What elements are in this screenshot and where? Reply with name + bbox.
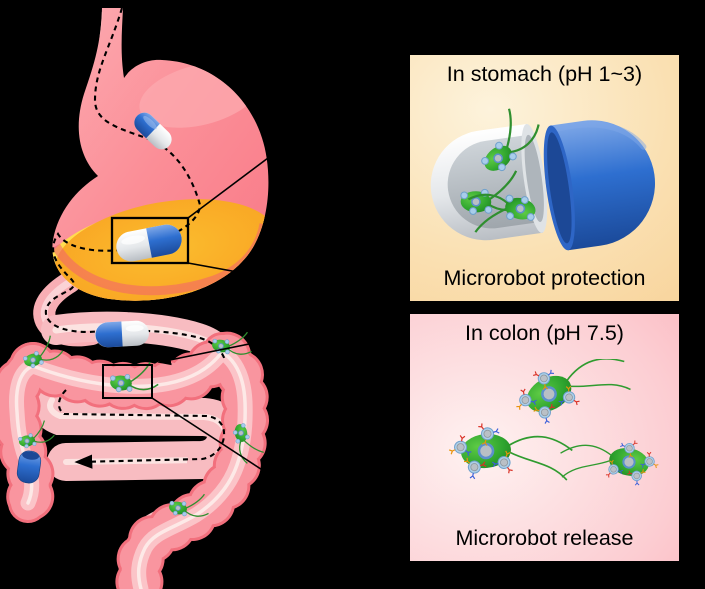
released-microrobot-left (446, 411, 575, 490)
capsule-in-esophagus (134, 112, 172, 150)
colon-panel-title: In colon (pH 7.5) (465, 321, 624, 345)
released-microrobot-right (556, 422, 664, 497)
transit-path-lower (57, 389, 226, 469)
stomach-panel-title: In stomach (pH 1~3) (446, 62, 643, 86)
capsule-in-stomach (116, 224, 182, 262)
capsule-in-small-intestine (95, 320, 149, 348)
stomach-panel-caption: Microrobot protection (443, 266, 646, 291)
released-microrobots-illustration (414, 359, 675, 514)
released-microrobot-top (503, 359, 637, 441)
open-capsule-illustration (430, 99, 655, 251)
callout-line-stomach-bottom (187, 262, 409, 304)
callout-line-colon-bottom (151, 397, 409, 566)
colon-panel: In colon (pH 7.5) Microrobot release (408, 312, 681, 563)
capsule-blue-half (543, 120, 655, 251)
callouts (102, 52, 409, 566)
colon-zoom-box (102, 364, 153, 399)
stomach-zoom-box (110, 216, 190, 265)
callout-line-colon-top (157, 311, 409, 366)
stomach-panel: In stomach (pH 1~3) Microrobot protectio… (408, 53, 681, 303)
colon-panel-caption: Microrobot release (455, 526, 634, 551)
callout-line-stomach-top (187, 52, 409, 219)
opened-capsule-shell-rectum (16, 450, 42, 484)
capsule-white-half (430, 99, 549, 245)
